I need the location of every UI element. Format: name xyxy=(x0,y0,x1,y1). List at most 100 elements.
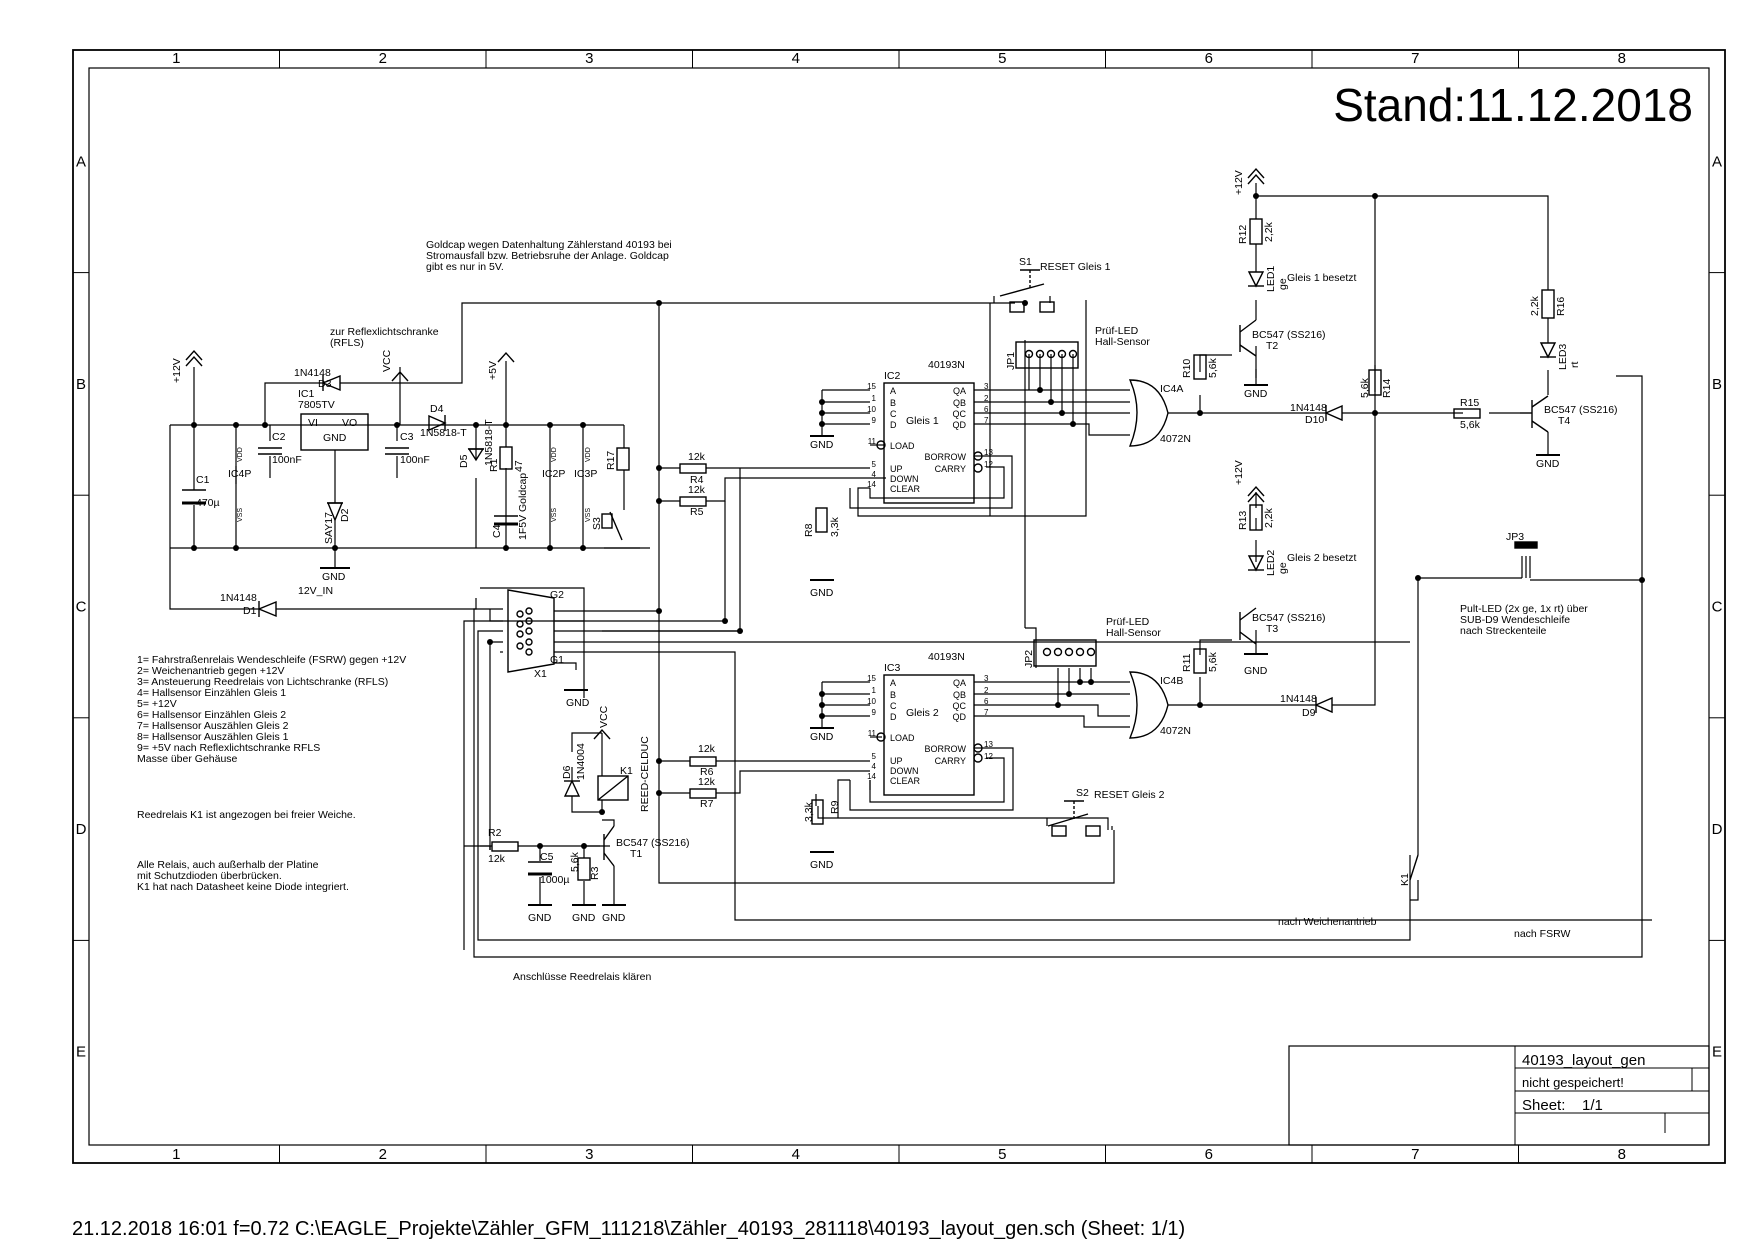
junction-dot xyxy=(1372,193,1378,199)
ic-pin-number: 15 xyxy=(867,382,876,391)
junction-dot xyxy=(394,422,400,428)
label-r8: R8 xyxy=(803,523,815,537)
label-d5-val: 1N5818-T xyxy=(483,419,495,466)
grid-col-label: 4 xyxy=(792,50,800,67)
reset1-label: RESET Gleis 1 xyxy=(1040,261,1111,273)
pruef-led-1: Prüf-LED xyxy=(1095,325,1139,337)
pin-legend-9: 9= +5V nach Reflexlichtschranke RFLS xyxy=(137,742,320,754)
junction-dot xyxy=(1022,300,1028,306)
ic-pin-label: QB xyxy=(953,398,966,408)
label-ic2p: IC2P xyxy=(542,468,565,480)
label-c3-val: 100nF xyxy=(400,454,430,466)
ic-pin-number: 14 xyxy=(867,772,876,781)
label-led1-ge: ge xyxy=(1277,278,1289,290)
label-gnd-ic3: GND xyxy=(810,731,834,743)
label-ic3: IC3 xyxy=(884,662,901,674)
label-r4: R4 xyxy=(690,474,704,486)
label-led3-rt: rt xyxy=(1569,362,1581,368)
pin-legend-5: 5= +12V xyxy=(137,698,177,710)
label-c2-val: 100nF xyxy=(272,454,302,466)
label-ic1-val: 7805TV xyxy=(298,399,335,411)
grid-row-label: A xyxy=(1712,153,1722,170)
relais-note-2: mit Schutzdioden überbrücken. xyxy=(137,870,282,882)
goldcap-note-1: Goldcap wegen Datenhaltung Zählerstand 4… xyxy=(426,239,672,251)
label-d1: D1 xyxy=(243,605,257,617)
label-ic4p: IC4P xyxy=(228,468,251,480)
label-ic1-gnd: GND xyxy=(323,432,347,444)
junction-dot xyxy=(656,758,662,764)
label-r3: R3 xyxy=(589,866,601,880)
goldcap-note-3: gibt es nur in 5V. xyxy=(426,261,504,273)
pin-legend-1: 1= Fahrstraßenrelais Wendeschleife (FSRW… xyxy=(137,654,406,666)
label-reed: REED-CELDUC xyxy=(639,736,651,812)
ic-pin-label: UP xyxy=(890,464,903,474)
ic-pin-label: QA xyxy=(953,386,966,396)
junction-dot xyxy=(819,702,825,708)
ic-pin-label: A xyxy=(890,386,896,396)
ic-pin-label: C xyxy=(890,701,897,711)
junction-dot xyxy=(1070,421,1076,427)
junction-dot xyxy=(819,410,825,416)
ic-pin-number: 4 xyxy=(872,470,877,479)
label-r1: R1 xyxy=(488,458,500,472)
label-k1-contact: K1 xyxy=(1399,873,1411,886)
grid-row-label: C xyxy=(1712,599,1723,616)
label-t2-val: BC547 (SS216) xyxy=(1252,329,1326,341)
ic-pin-number: 12 xyxy=(984,460,993,469)
label-d3: D3 xyxy=(318,378,332,390)
pultled-note-2: SUB-D9 Wendeschleife xyxy=(1460,614,1570,626)
label-gnd-r9: GND xyxy=(810,859,834,871)
grid-col-label: 8 xyxy=(1618,1146,1626,1163)
label-t4-val: BC547 (SS216) xyxy=(1544,404,1618,416)
label-ic4b: IC4B xyxy=(1160,675,1183,687)
label-c2: C2 xyxy=(272,431,286,443)
junction-dot xyxy=(1088,679,1094,685)
ic-pin-number: 9 xyxy=(872,708,877,717)
label-x1: X1 xyxy=(534,668,547,680)
relais-note-3: K1 hat nach Datasheet keine Diode integr… xyxy=(137,881,349,893)
label-g2: G2 xyxy=(550,589,564,601)
label-s2: S2 xyxy=(1076,787,1089,799)
label-r1-val: 47 xyxy=(513,460,525,472)
ic-pin-label: QD xyxy=(953,712,967,722)
label-r6-val: 12k xyxy=(698,743,716,755)
grid-row-label: E xyxy=(76,1044,86,1061)
label-d2-val: SAY17 xyxy=(323,512,335,544)
junction-dot xyxy=(580,422,586,428)
ic-pin-number: 6 xyxy=(984,697,989,706)
label-vdd-ic2p: VDD xyxy=(551,447,558,462)
label-p12v-t3: +12V xyxy=(1233,460,1245,485)
ic-pin-label: UP xyxy=(890,756,903,766)
junction-dot xyxy=(332,545,338,551)
pin-legend-3: 3= Ansteuerung Reedrelais von Lichtschra… xyxy=(137,676,388,688)
junction-dot xyxy=(233,422,239,428)
label-led3: LED3 xyxy=(1557,344,1569,370)
label-r14-val: 5,6k xyxy=(1359,377,1371,398)
label-t1-val: BC547 (SS216) xyxy=(616,837,690,849)
label-gleis2: Gleis 2 xyxy=(906,707,939,719)
junction-dot xyxy=(537,843,543,849)
ic-pin-label: QB xyxy=(953,690,966,700)
label-d9: D9 xyxy=(1302,707,1316,719)
label-t3-val: BC547 (SS216) xyxy=(1252,612,1326,624)
label-r5: R5 xyxy=(690,506,704,518)
grid-col-label: 5 xyxy=(998,50,1006,67)
stand-date: Stand:11.12.2018 xyxy=(1333,79,1693,131)
ic-pin-label: A xyxy=(890,678,896,688)
label-t3: T3 xyxy=(1266,623,1278,635)
label-d6: D6 xyxy=(561,765,573,779)
label-ic4a: IC4A xyxy=(1160,383,1183,395)
label-jp1: JP1 xyxy=(1005,352,1017,370)
junction-dot xyxy=(1048,399,1054,405)
label-vss-ic2p: VSS xyxy=(551,508,558,522)
label-c5-val: 1000µ xyxy=(540,874,569,886)
label-d1-val: 1N4148 xyxy=(220,592,257,604)
label-gnd-t1: GND xyxy=(602,912,626,924)
label-vdd-ic3p: VDD xyxy=(585,447,592,462)
ic-pin-label: CLEAR xyxy=(890,776,921,786)
label-vo: VO xyxy=(342,417,357,429)
ic-pin-label: B xyxy=(890,690,896,700)
label-d10-val: 1N4148 xyxy=(1290,402,1327,414)
junction-dot xyxy=(656,790,662,796)
ic-pin-label: QA xyxy=(953,678,966,688)
